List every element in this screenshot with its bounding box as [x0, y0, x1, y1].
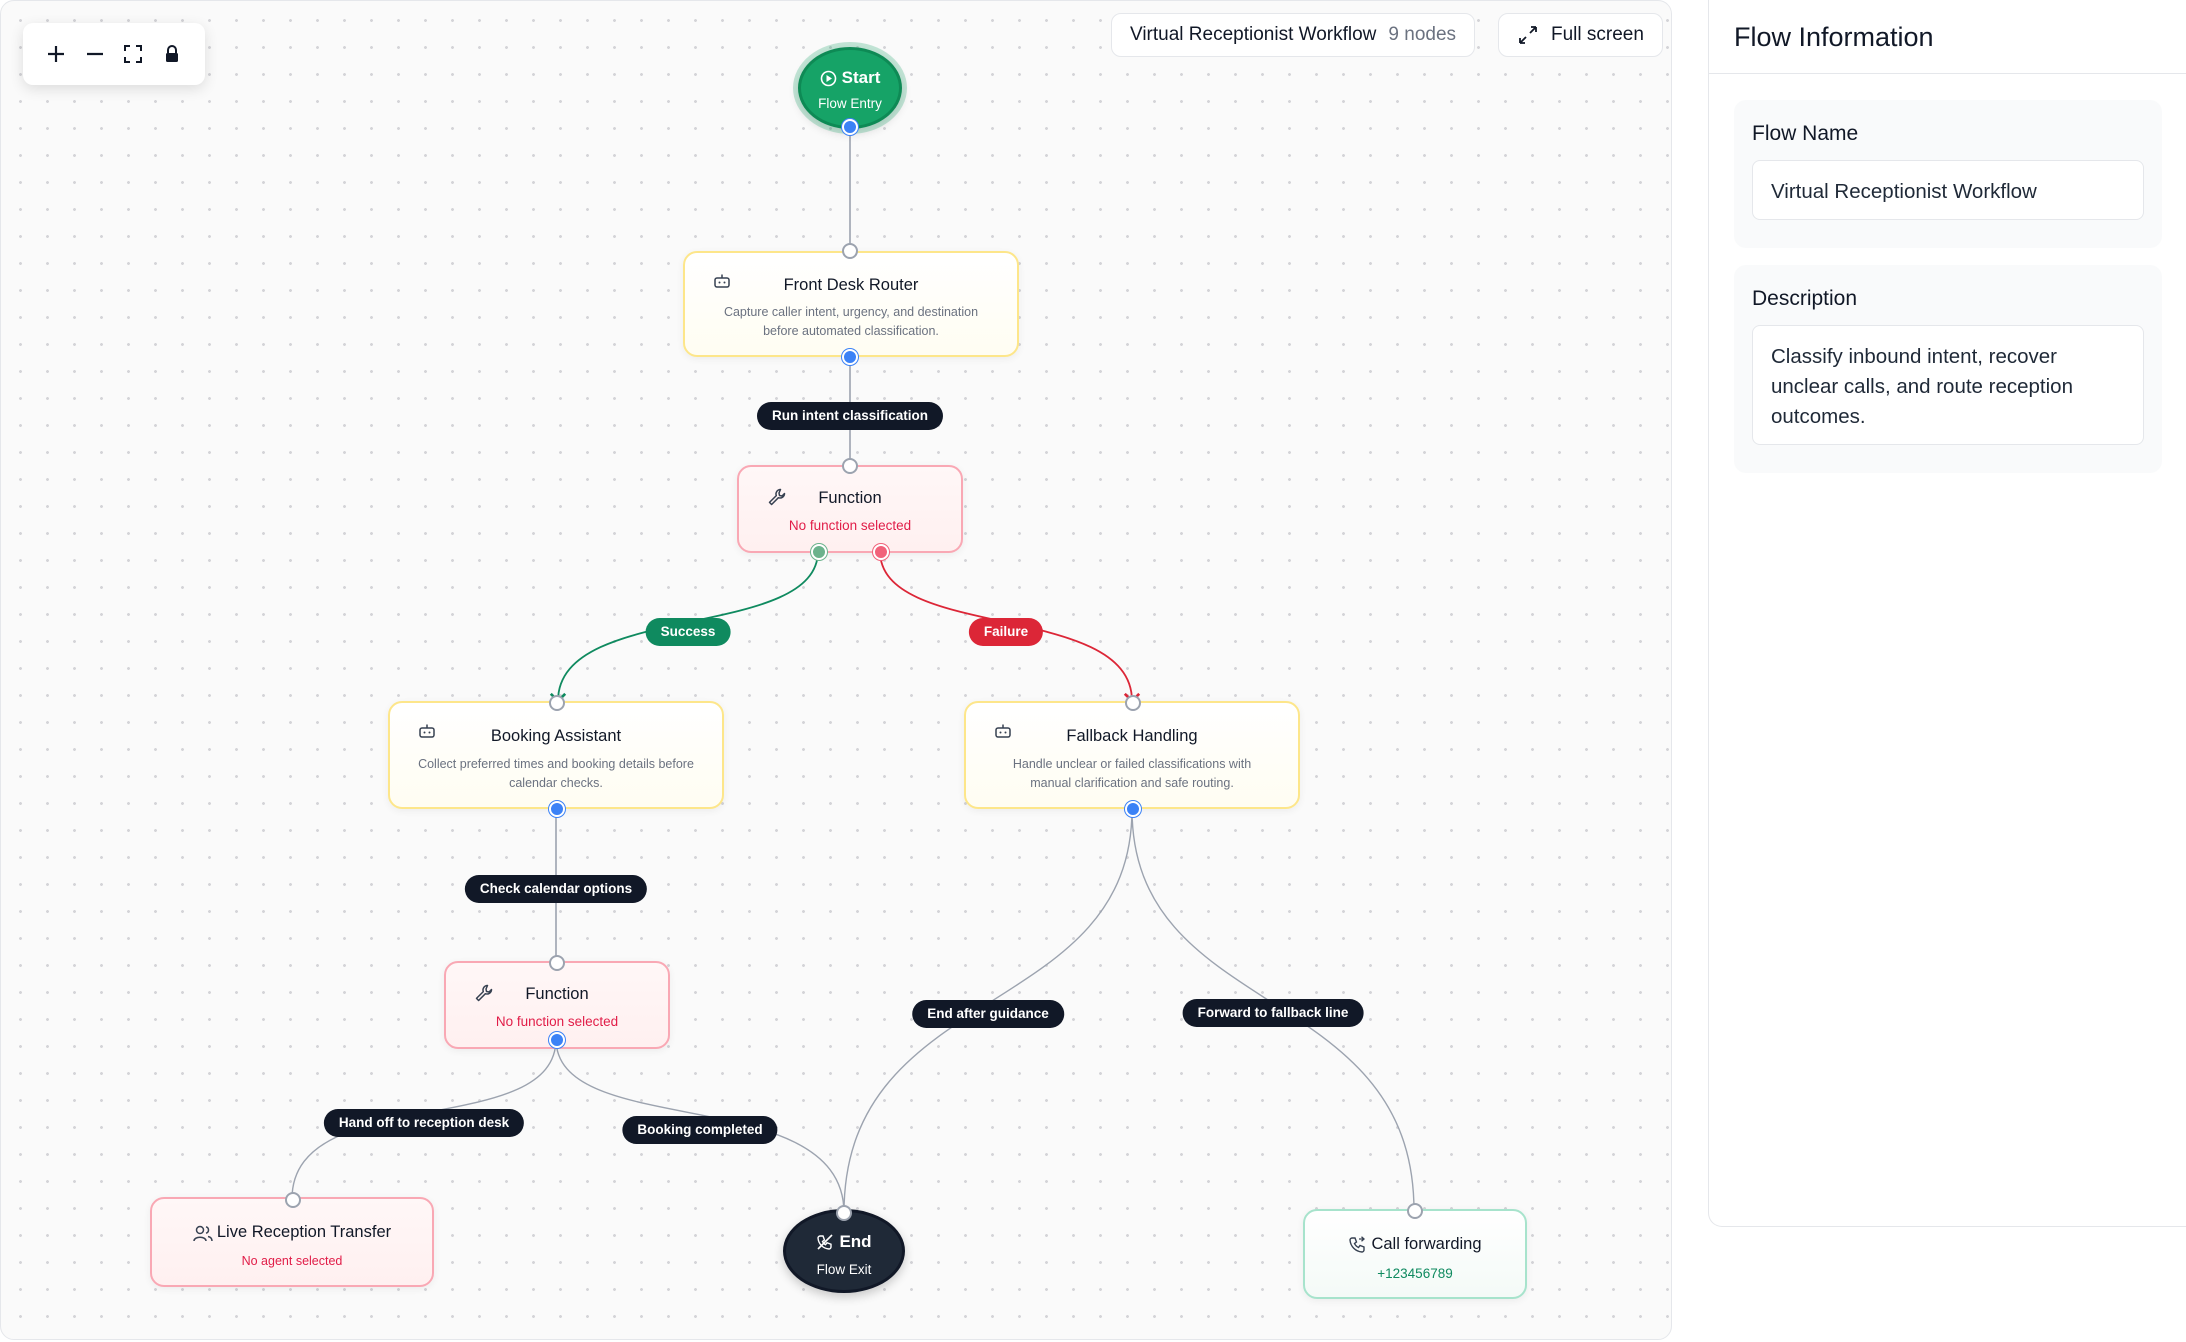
wrench-icon — [475, 984, 493, 1002]
plus-icon — [48, 46, 65, 62]
expand-icon — [1519, 26, 1537, 44]
handle-booking-out[interactable] — [549, 801, 565, 817]
canvas-controls — [23, 23, 205, 85]
handle-function2-in[interactable] — [549, 955, 565, 971]
edge-label-handoff[interactable]: Hand off to reception desk — [323, 1109, 525, 1137]
handle-live-in[interactable] — [285, 1192, 301, 1208]
handle-function1-failure[interactable] — [873, 544, 889, 560]
end-subtitle: Flow Exit — [816, 1262, 872, 1277]
handle-callforward-in[interactable] — [1407, 1203, 1423, 1219]
description-textarea[interactable]: Classify inbound intent, recover unclear… — [1752, 325, 2144, 445]
users-icon — [193, 1225, 213, 1241]
node-title: Front Desk Router — [783, 276, 919, 294]
edge-label-run-intent[interactable]: Run intent classification — [756, 402, 944, 430]
lock-button[interactable] — [156, 38, 188, 70]
edge-label-booking-completed[interactable]: Booking completed — [622, 1116, 778, 1144]
flow-information-panel: Flow Information Flow Name Virtual Recep… — [1708, 0, 2186, 1227]
zoom-out-button[interactable] — [79, 38, 111, 70]
bot-icon — [995, 724, 1011, 738]
node-fallback-handling[interactable]: Fallback Handling Handle unclear or fail… — [964, 701, 1300, 809]
workflow-info-chip: Virtual Receptionist Workflow 9 nodes — [1111, 13, 1476, 57]
workflow-name: Virtual Receptionist Workflow — [1130, 24, 1377, 45]
node-call-forwarding[interactable]: Call forwarding +123456789 — [1303, 1209, 1527, 1299]
phone-forward-icon — [1349, 1235, 1366, 1253]
node-subtitle: +123456789 — [1377, 1266, 1453, 1281]
panel-title: Flow Information — [1709, 0, 2186, 74]
node-title: Function — [818, 489, 882, 507]
handle-booking-in[interactable] — [549, 695, 565, 711]
node-title: Booking Assistant — [490, 727, 622, 745]
node-subtitle: No function selected — [788, 518, 912, 533]
bot-icon — [419, 724, 435, 738]
lock-icon — [165, 45, 178, 62]
handle-function2-out[interactable] — [549, 1032, 565, 1048]
node-subtitle: No agent selected — [241, 1254, 343, 1268]
handle-frontdesk-out[interactable] — [842, 349, 858, 365]
minus-icon — [86, 52, 103, 56]
handle-function1-success[interactable] — [811, 544, 827, 560]
node-live-reception-transfer[interactable]: Live Reception Transfer No agent selecte… — [150, 1197, 434, 1287]
node-front-desk-router[interactable]: Front Desk Router Capture caller intent,… — [683, 251, 1019, 357]
end-title: End — [839, 1232, 872, 1251]
node-description: Collect preferred times and booking deta… — [418, 757, 694, 790]
description-label: Description — [1752, 287, 1858, 310]
node-title: Function — [525, 985, 589, 1003]
fullscreen-label: Full screen — [1551, 24, 1644, 45]
start-node[interactable]: Start Flow Entry — [798, 47, 902, 129]
node-description: Capture caller intent, urgency, and dest… — [723, 305, 979, 338]
node-count: 9 nodes — [1388, 24, 1457, 45]
flow-canvas[interactable]: Virtual Receptionist Workflow 9 nodes Fu… — [0, 0, 1672, 1340]
zoom-in-button[interactable] — [40, 38, 72, 70]
handle-end-in[interactable] — [836, 1205, 852, 1221]
edge-label-end-after-guidance[interactable]: End after guidance — [912, 1000, 1064, 1028]
handle-start-out[interactable] — [842, 119, 858, 135]
phone-off-icon — [817, 1234, 834, 1250]
handle-frontdesk-in[interactable] — [842, 243, 858, 259]
start-subtitle: Flow Entry — [818, 96, 882, 111]
fit-view-button[interactable] — [117, 38, 149, 70]
edge-label-failure[interactable]: Failure — [968, 618, 1044, 646]
start-title: Start — [841, 68, 881, 87]
edge-layer — [291, 127, 1415, 1214]
node-title: Call forwarding — [1371, 1235, 1482, 1253]
end-node[interactable]: End Flow Exit — [783, 1209, 905, 1293]
node-booking-assistant[interactable]: Booking Assistant Collect preferred time… — [388, 701, 724, 809]
fullscreen-button[interactable]: Full screen — [1498, 13, 1663, 57]
node-description: Handle unclear or failed classifications… — [1012, 757, 1252, 790]
edge-label-forward-fallback[interactable]: Forward to fallback line — [1182, 999, 1364, 1027]
description-section: Description Classify inbound intent, rec… — [1734, 265, 2162, 473]
bot-icon — [714, 274, 730, 288]
edge-label-success[interactable]: Success — [645, 618, 731, 646]
node-title: Live Reception Transfer — [216, 1223, 392, 1241]
edge-label-check-calendar[interactable]: Check calendar options — [464, 875, 648, 903]
play-icon — [820, 70, 836, 86]
node-subtitle: No function selected — [495, 1014, 619, 1029]
flow-name-section: Flow Name Virtual Receptionist Workflow — [1734, 100, 2162, 248]
node-function-1[interactable]: Function No function selected — [737, 465, 963, 553]
handle-function1-in[interactable] — [842, 458, 858, 474]
handle-fallback-in[interactable] — [1125, 695, 1141, 711]
node-title: Fallback Handling — [1066, 727, 1198, 745]
handle-fallback-out[interactable] — [1125, 801, 1141, 817]
wrench-icon — [768, 488, 786, 506]
flow-name-label: Flow Name — [1752, 122, 1859, 145]
fit-view-icon — [124, 45, 143, 63]
flow-name-input[interactable]: Virtual Receptionist Workflow — [1752, 160, 2144, 220]
edge-function2-end[interactable] — [555, 1038, 845, 1214]
